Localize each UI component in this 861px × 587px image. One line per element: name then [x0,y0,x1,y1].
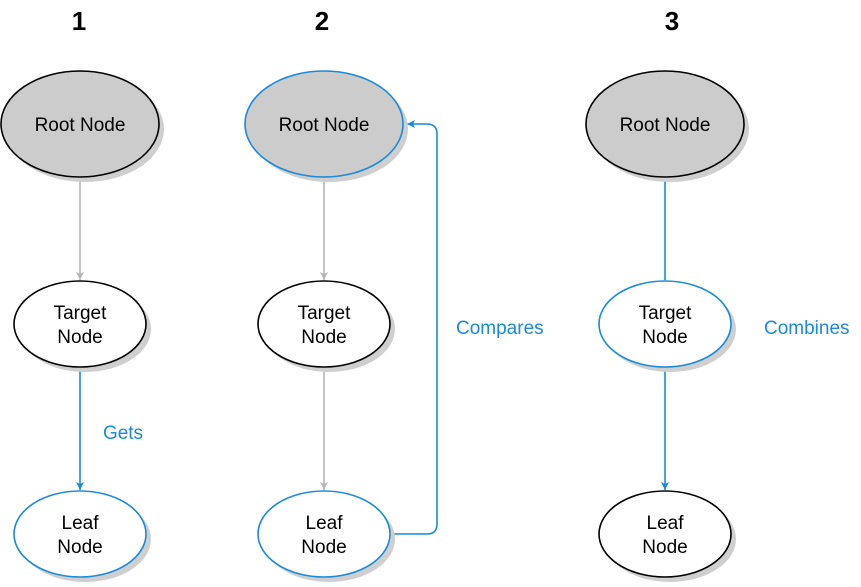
root-node-1: Root Node [0,70,164,182]
target-node-shape [13,280,147,368]
leaf-node-label: Leaf [306,513,344,534]
annotation-compares: Compares [456,318,544,339]
edges-layer [76,120,669,538]
root-node-3: Root Node [585,70,749,182]
leaf-node-label: Leaf [647,513,685,534]
target-node-label: Target [298,303,352,324]
target-node-label: Target [54,303,108,324]
annotation-gets: Gets [103,423,143,444]
target-node-shape [257,280,391,368]
step-title-2: 2 [315,6,329,36]
leaf-node-label: Node [642,537,687,558]
leaf-node-shape [257,490,391,578]
leaf-node-label: Leaf [62,513,100,534]
root-node-shape [244,70,404,178]
compare-link [386,120,438,538]
target-node-label: Node [301,327,346,348]
leaf-node-shape [13,490,147,578]
step-title-1: 1 [72,6,86,36]
root-node-2: Root Node [244,70,408,182]
leaf-node-label: Node [57,537,102,558]
target-node-label: Node [57,327,102,348]
leaf-node-shape [598,490,732,578]
target-node-label: Target [639,303,693,324]
leaf-node-label: Node [301,537,346,558]
root-node-label: Root Node [35,115,126,136]
target-node-label: Node [642,327,687,348]
target-node-shape [598,280,732,368]
annotation-combines: Combines [764,318,850,339]
root-node-label: Root Node [620,115,711,136]
root-node-shape [0,70,160,178]
root-node-label: Root Node [279,115,370,136]
step-title-3: 3 [665,6,679,36]
root-node-shape [585,70,745,178]
